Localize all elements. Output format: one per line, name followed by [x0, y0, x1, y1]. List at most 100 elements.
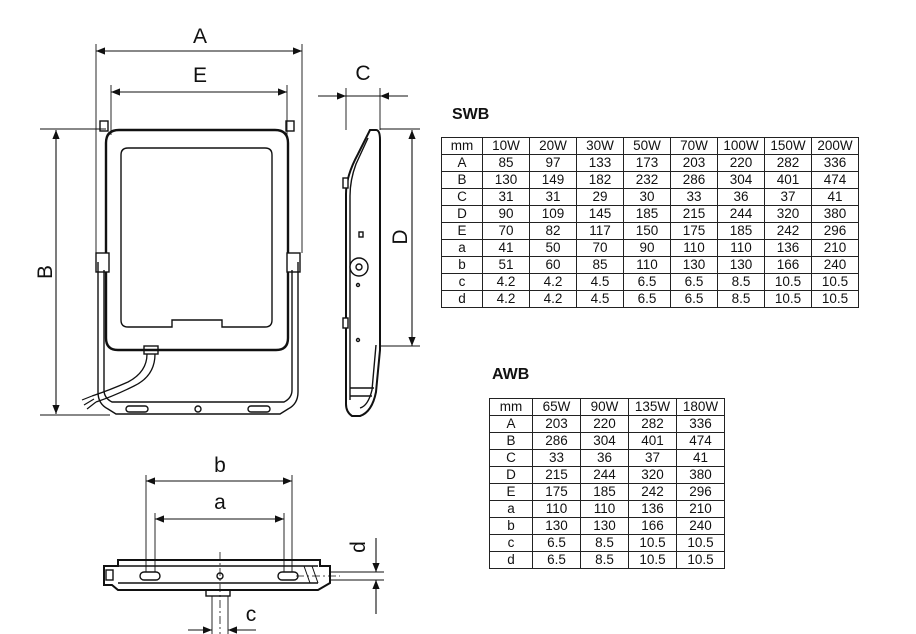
table-cell: 10.5 — [811, 290, 859, 308]
table-cell: 10.5 — [628, 551, 677, 569]
left-hinge — [95, 252, 110, 273]
table-cell: 242 — [764, 222, 812, 240]
table-row-label: b — [489, 517, 533, 535]
table-cell: 320 — [628, 466, 677, 484]
table-cell: 240 — [811, 256, 859, 274]
bottom-slot-right — [277, 571, 299, 581]
table-cell: 36 — [580, 449, 629, 467]
table-cell: 30 — [623, 188, 671, 206]
table-cell: 149 — [529, 171, 577, 189]
table-cell: 320 — [764, 205, 812, 223]
table-cell: 286 — [532, 432, 581, 450]
table-header-cell: 20W — [529, 137, 577, 155]
table-cell: 37 — [628, 449, 677, 467]
table-cell: 150 — [623, 222, 671, 240]
table-row-label: D — [441, 205, 483, 223]
table-cell: 8.5 — [717, 290, 765, 308]
table-row-label: D — [489, 466, 533, 484]
table-cell: 85 — [482, 154, 530, 172]
table-cell: 97 — [529, 154, 577, 172]
table-cell: 10.5 — [764, 273, 812, 291]
table-cell: 145 — [576, 205, 624, 223]
table-cell: 282 — [764, 154, 812, 172]
table-cell: 10.5 — [811, 273, 859, 291]
table-cell: 304 — [580, 432, 629, 450]
table-cell: 110 — [623, 256, 671, 274]
table-header-cell: 180W — [676, 398, 725, 416]
side-hinge-knob — [349, 257, 369, 277]
dimension-label-A: A — [193, 25, 207, 48]
table-cell: 296 — [811, 222, 859, 240]
table-cell: 185 — [717, 222, 765, 240]
table-cell: 41 — [811, 188, 859, 206]
table-cell: 6.5 — [532, 534, 581, 552]
dimension-label-d: d — [347, 541, 370, 553]
table-cell: 133 — [576, 154, 624, 172]
dimension-label-C: C — [355, 62, 370, 85]
table-cell: 166 — [764, 256, 812, 274]
table-row-label: E — [489, 483, 533, 501]
table-cell: 10.5 — [628, 534, 677, 552]
table-cell: 304 — [717, 171, 765, 189]
swb-title: SWB — [452, 106, 490, 123]
cable-gland — [143, 345, 159, 355]
table-row-label: A — [489, 415, 533, 433]
table-cell: 130 — [717, 256, 765, 274]
table-cell: 130 — [532, 517, 581, 535]
dimension-label-E: E — [193, 64, 207, 87]
table-cell: 6.5 — [623, 273, 671, 291]
bottom-extension-lines — [145, 475, 384, 634]
dimension-label-D: D — [389, 229, 412, 244]
table-cell: 244 — [717, 205, 765, 223]
table-cell: 296 — [676, 483, 725, 501]
table-cell: 8.5 — [717, 273, 765, 291]
table-cell: 380 — [676, 466, 725, 484]
bottom-center-lines — [219, 552, 340, 634]
table-cell: 50 — [529, 239, 577, 257]
table-cell: 175 — [532, 483, 581, 501]
side-extension-lines — [345, 88, 420, 347]
dimension-label-a: a — [214, 491, 226, 514]
table-cell: 185 — [580, 483, 629, 501]
table-cell: 182 — [576, 171, 624, 189]
table-cell: 185 — [623, 205, 671, 223]
table-cell: 336 — [676, 415, 725, 433]
table-cell: 220 — [717, 154, 765, 172]
table-cell: 10.5 — [764, 290, 812, 308]
table-header-cell: mm — [489, 398, 533, 416]
table-header-cell: 150W — [764, 137, 812, 155]
table-cell: 10.5 — [676, 534, 725, 552]
table-row-label: C — [489, 449, 533, 467]
bottom-slot-left — [139, 571, 161, 581]
table-cell: 4.5 — [576, 273, 624, 291]
cable — [91, 353, 148, 397]
table-row-label: E — [441, 222, 483, 240]
table-cell: 82 — [529, 222, 577, 240]
table-cell: 232 — [623, 171, 671, 189]
awb-header-row: mm 65W 90W 135W 180W — [489, 398, 725, 416]
table-row-label: a — [489, 500, 533, 518]
table-cell: 33 — [670, 188, 718, 206]
dimension-label-b: b — [214, 454, 226, 477]
side-view — [342, 129, 381, 417]
table-cell: 41 — [482, 239, 530, 257]
dimension-label-c: c — [246, 603, 257, 626]
table-cell: 4.5 — [576, 290, 624, 308]
table-row-label: b — [441, 256, 483, 274]
table-header-cell: 90W — [580, 398, 629, 416]
swb-header-row: mm 10W 20W 30W 50W 70W 100W 150W 200W — [441, 137, 859, 155]
table-cell: 117 — [576, 222, 624, 240]
table-cell: 240 — [676, 517, 725, 535]
table-cell: 29 — [576, 188, 624, 206]
